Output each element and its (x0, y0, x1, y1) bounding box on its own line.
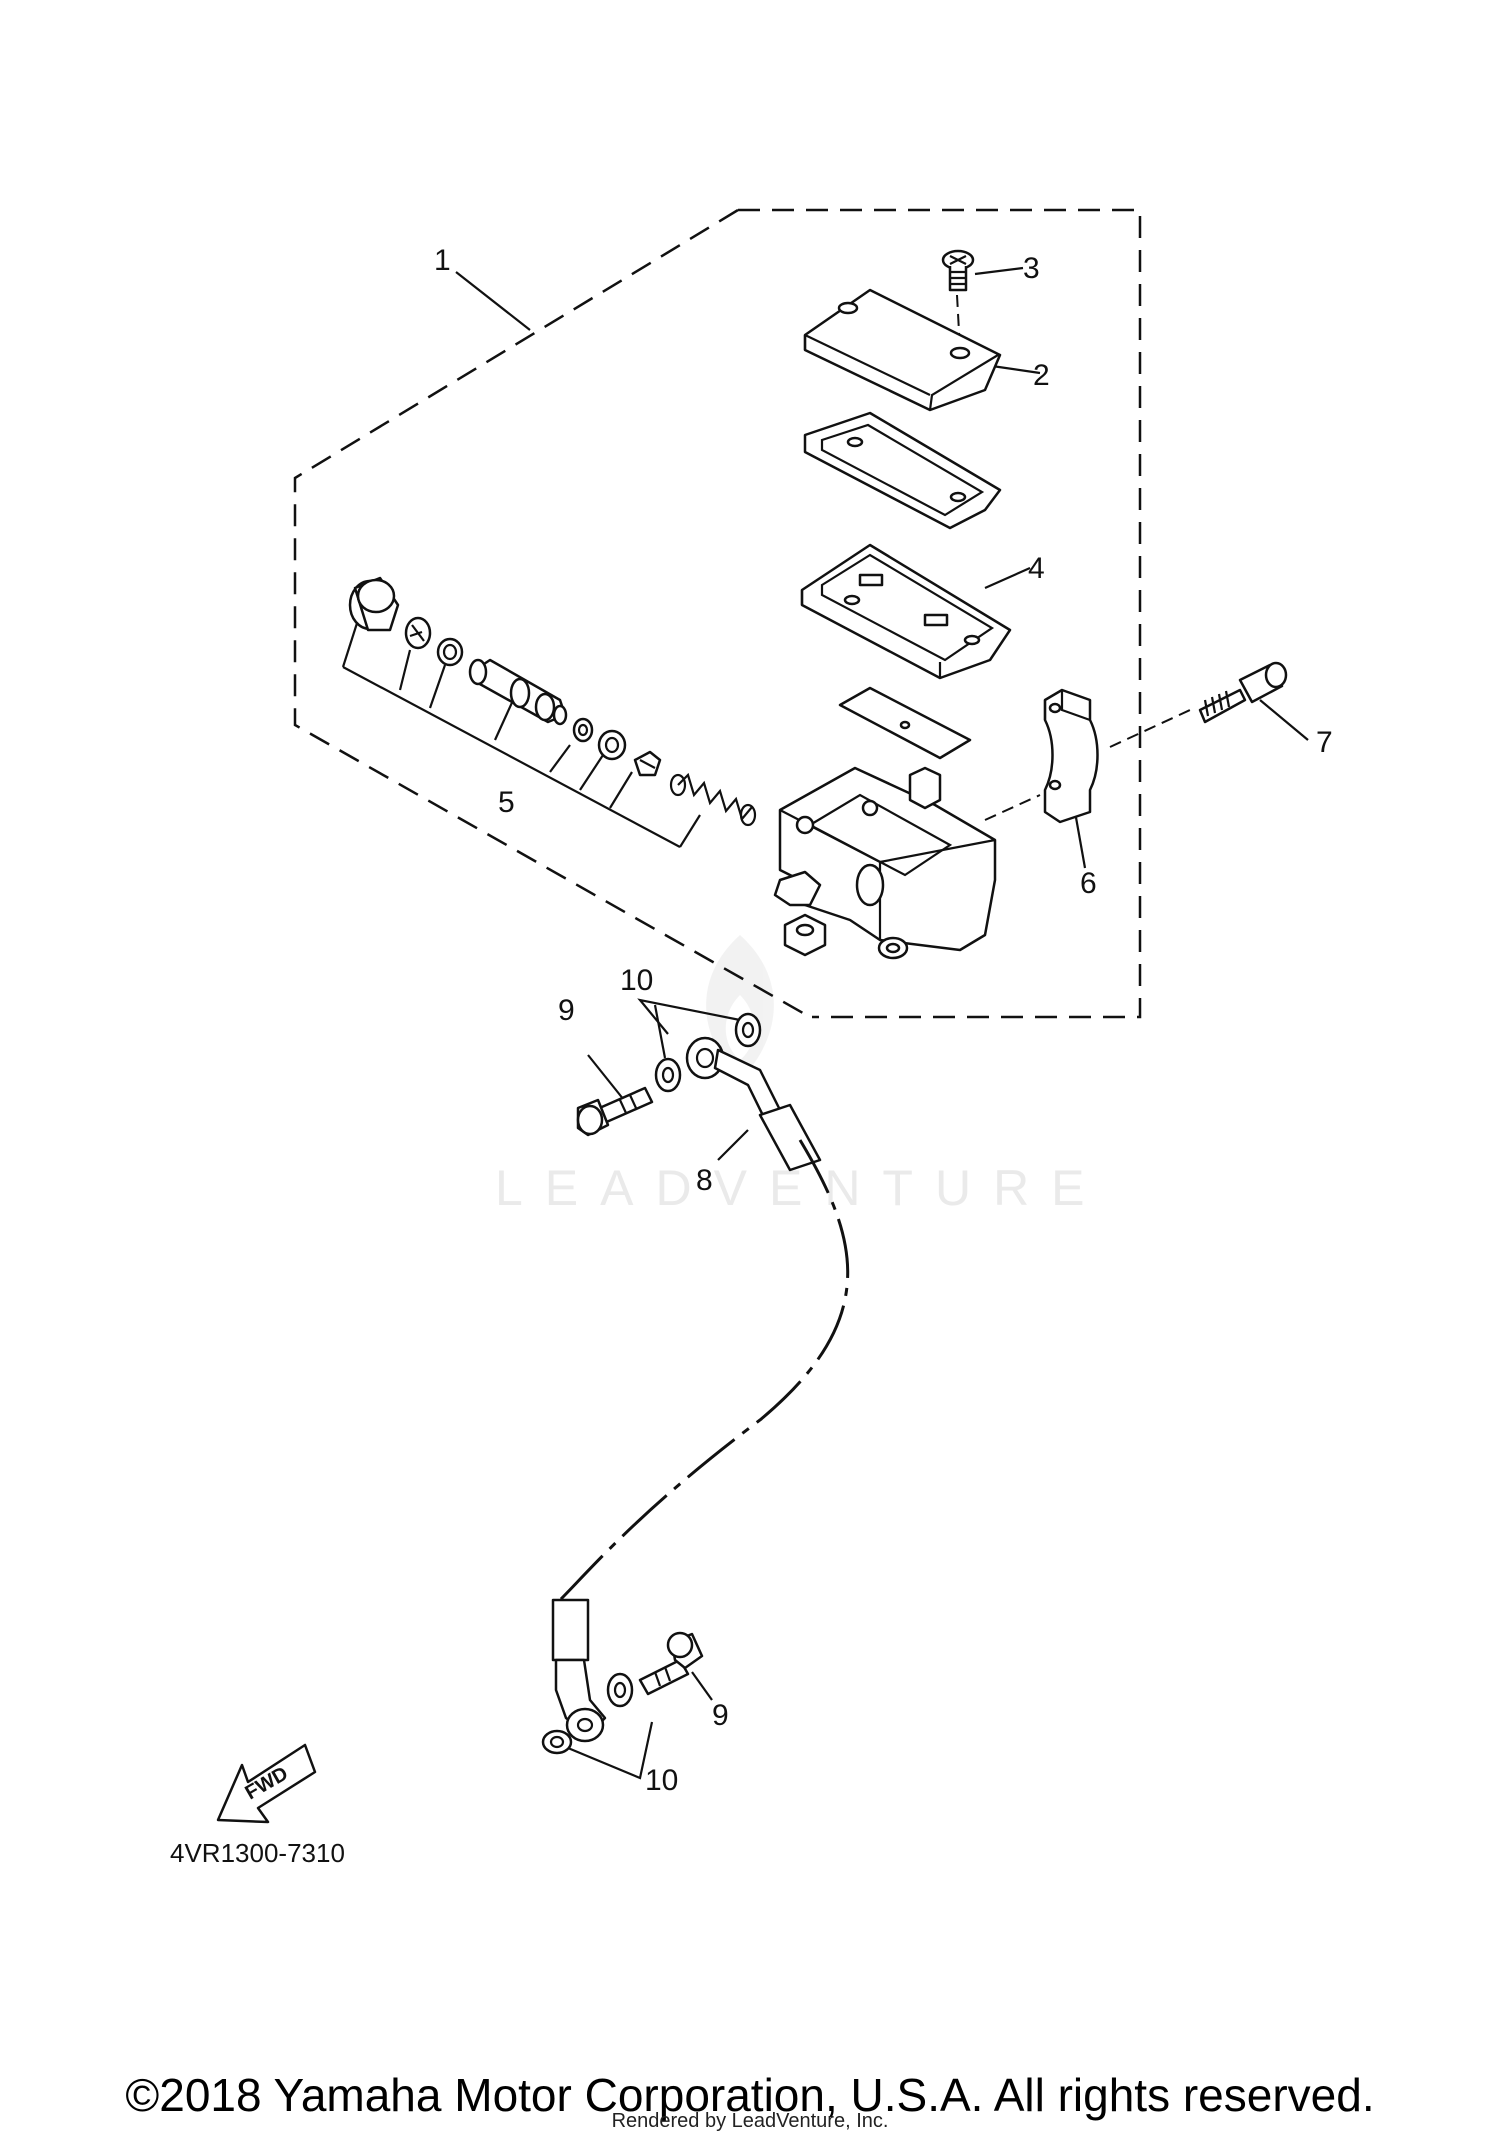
part-8-brake-hose (551, 1036, 850, 1743)
part-4-diaphragm (800, 543, 1012, 680)
part-6-holder-clamp (984, 688, 1099, 824)
callout-4: 4 (1028, 552, 1045, 585)
upper-washers (654, 1012, 762, 1093)
callout-9-upper: 9 (558, 994, 575, 1027)
callout-10-upper: 10 (620, 964, 653, 997)
watermark: LEADVENTURE (495, 935, 1107, 1216)
assembly-outline (293, 208, 1142, 1019)
cap-gasket (803, 411, 1002, 530)
leader-lines (341, 266, 1309, 1780)
part-7-bolt (1109, 661, 1288, 748)
callout-8: 8 (696, 1164, 713, 1197)
copyright-notice: ©2018 Yamaha Motor Corporation, U.S.A. A… (125, 2069, 1375, 2121)
fwd-arrow-icon: FWD (216, 1743, 317, 1824)
callout-2: 2 (1033, 359, 1050, 392)
callout-7: 7 (1316, 726, 1333, 759)
lower-banjo-bolt (638, 1631, 704, 1696)
callout-1: 1 (434, 244, 451, 277)
callout-6: 6 (1080, 867, 1097, 900)
lower-washers (541, 1672, 634, 1755)
watermark-text: LEADVENTURE (495, 1160, 1107, 1216)
callout-3: 3 (1023, 252, 1040, 285)
callout-labels: 1 2 3 4 5 7 6 9 10 8 9 10 (434, 244, 1333, 1797)
part-2-reservoir-cap (803, 288, 1002, 412)
upper-banjo-bolt (576, 1086, 654, 1137)
callout-10-lower: 10 (645, 1764, 678, 1797)
rendered-by-credit: Rendered by LeadVenture, Inc. (611, 2110, 889, 2132)
master-cylinder-body (773, 766, 997, 960)
part-3-screw (941, 249, 975, 351)
callout-5: 5 (498, 786, 515, 819)
diagram-code: 4VR1300-7310 (170, 1838, 345, 1868)
diaphragm-plate (838, 686, 972, 760)
part-5-piston-kit (348, 576, 757, 827)
callout-9-lower: 9 (712, 1699, 729, 1732)
